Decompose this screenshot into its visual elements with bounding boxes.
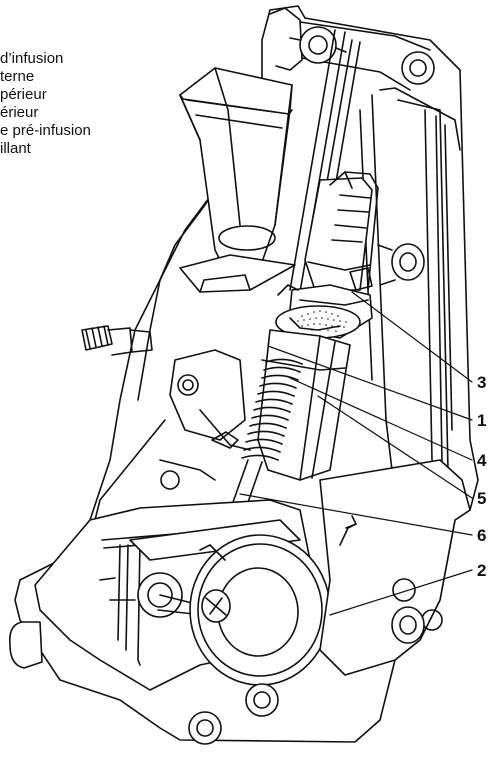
legend-line-6: illant <box>0 140 31 157</box>
spring <box>241 358 303 461</box>
leader-lines <box>239 291 473 616</box>
bottom-roller-left <box>188 711 222 745</box>
right-lower-plate <box>319 459 471 676</box>
filter-dots <box>297 310 347 332</box>
filter-disc <box>275 305 361 339</box>
callout-1: 1 <box>477 411 487 430</box>
callout-4: 4 <box>477 451 487 470</box>
legend-line-5: e pré-infusion <box>0 122 91 139</box>
right-roller <box>377 243 425 286</box>
callout-2: 2 <box>477 561 487 580</box>
legend-line-2: terne <box>0 68 35 85</box>
bottom-roller-right <box>245 683 279 717</box>
legend-line-3: périeur <box>0 86 47 103</box>
gear-wheel <box>189 534 331 686</box>
mounting-stud <box>81 325 153 356</box>
legend-line-4: érieur <box>0 104 39 121</box>
left-arm <box>159 349 251 490</box>
callout-3: 3 <box>477 373 487 392</box>
callout-6: 6 <box>477 526 487 545</box>
left-foot <box>8 621 43 669</box>
top-roller-left <box>289 26 347 64</box>
top-roller-right <box>401 51 435 85</box>
legend-line-1: d’infusion <box>0 50 64 67</box>
callout-5: 5 <box>477 489 487 508</box>
funnel <box>179 67 296 293</box>
